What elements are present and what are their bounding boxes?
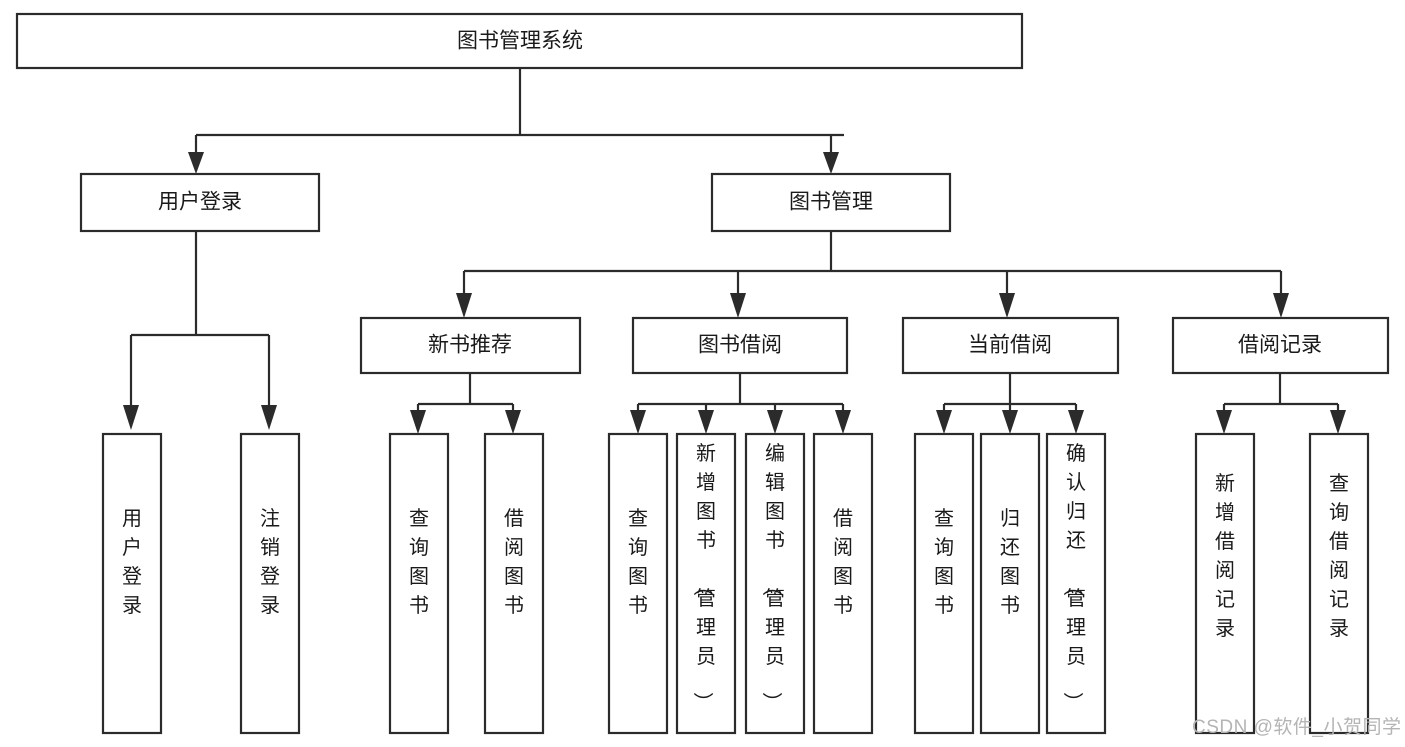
connectors-user-login-to-leaves: [123, 231, 277, 430]
node-root[interactable]: 图书管理系统: [15, 12, 1024, 70]
arrow-to-new-book-recommend: [456, 293, 472, 318]
arrow-to-leaf-edit-book: [767, 410, 783, 434]
node-current-borrow[interactable]: 当前借阅: [901, 316, 1120, 375]
connectors-root-to-level1: [188, 68, 844, 174]
node-leaf-logout-box[interactable]: [239, 432, 301, 735]
node-leaf-borrow-book-1-label: 借阅图书: [504, 507, 524, 617]
node-leaf-add-record[interactable]: 新增借阅记录: [1194, 432, 1256, 735]
connectors-book-manage-to-level2: [456, 231, 1289, 318]
node-leaf-query-record-label: 查询借阅记录: [1329, 472, 1349, 640]
node-current-borrow-box[interactable]: [901, 316, 1120, 375]
node-leaf-add-record-box[interactable]: [1194, 432, 1256, 735]
node-leaf-borrow-book-2[interactable]: 借阅图书: [812, 432, 874, 735]
node-leaf-borrow-book-1[interactable]: 借阅图书: [483, 432, 545, 735]
arrow-to-leaf-query-book-2: [630, 410, 646, 434]
arrow-to-user-login: [188, 152, 204, 174]
node-leaf-add-book-label: 新增图书（管理员）: [691, 442, 716, 712]
csdn-watermark: CSDN @软件_小贺同学: [1192, 716, 1401, 738]
node-leaf-query-book-2-label: 查询图书: [628, 507, 648, 617]
node-new-book-recommend-label: 新书推荐: [428, 334, 512, 357]
node-leaf-user-login[interactable]: 用户登录: [101, 432, 163, 735]
node-user-login-box[interactable]: [79, 172, 321, 233]
node-user-login-label: 用户登录: [158, 191, 242, 214]
node-leaf-query-book-2[interactable]: 查询图书: [607, 432, 669, 735]
node-root-box[interactable]: [15, 12, 1024, 70]
connectors-borrow-record-to-leaves: [1216, 373, 1346, 434]
node-user-login[interactable]: 用户登录: [79, 172, 321, 233]
arrow-to-leaf-add-book: [698, 410, 714, 434]
node-leaf-edit-book-label: 编辑图书（管理员）: [760, 442, 785, 712]
node-leaf-add-book[interactable]: 新增图书（管理员）: [675, 432, 737, 735]
node-leaf-query-book-3-label: 查询图书: [934, 507, 954, 617]
node-leaf-logout-label: 注销登录: [260, 507, 280, 617]
arrow-to-leaf-user-login: [123, 405, 139, 430]
node-book-borrow[interactable]: 图书借阅: [631, 316, 849, 375]
connectors-book-borrow-to-leaves: [630, 373, 851, 434]
node-book-borrow-label: 图书借阅: [698, 334, 782, 357]
node-leaf-return-book[interactable]: 归还图书: [979, 432, 1041, 735]
node-borrow-record-box[interactable]: [1171, 316, 1390, 375]
node-leaf-add-record-label: 新增借阅记录: [1215, 472, 1235, 640]
arrow-to-leaf-confirm-return: [1068, 410, 1084, 434]
node-leaf-user-login-box[interactable]: [101, 432, 163, 735]
arrow-to-leaf-return-book: [1002, 410, 1018, 434]
node-leaf-add-book-box[interactable]: [675, 432, 737, 735]
arrow-to-borrow-record: [1273, 293, 1289, 318]
node-leaf-query-book-3-box[interactable]: [913, 432, 975, 735]
arrow-to-leaf-logout: [261, 405, 277, 430]
arrow-to-leaf-add-record: [1216, 410, 1232, 434]
node-leaf-query-book-3[interactable]: 查询图书: [913, 432, 975, 735]
node-leaf-borrow-book-1-box[interactable]: [483, 432, 545, 735]
node-borrow-record[interactable]: 借阅记录: [1171, 316, 1390, 375]
node-leaf-borrow-book-2-label: 借阅图书: [833, 507, 853, 617]
node-leaf-edit-book[interactable]: 编辑图书（管理员）: [744, 432, 806, 735]
node-root-label: 图书管理系统: [457, 30, 583, 53]
node-leaf-query-book-2-box[interactable]: [607, 432, 669, 735]
node-leaf-confirm-return-box[interactable]: [1045, 432, 1107, 735]
node-leaf-logout[interactable]: 注销登录: [239, 432, 301, 735]
arrow-to-book-borrow: [730, 293, 746, 318]
node-leaf-query-record[interactable]: 查询借阅记录: [1308, 432, 1370, 735]
node-leaf-borrow-book-2-box[interactable]: [812, 432, 874, 735]
node-leaf-query-book-1[interactable]: 查询图书: [388, 432, 450, 735]
node-book-borrow-box[interactable]: [631, 316, 849, 375]
node-book-manage-box[interactable]: [710, 172, 952, 233]
node-leaf-confirm-return[interactable]: 确认归还（管理员）: [1045, 432, 1107, 735]
node-current-borrow-label: 当前借阅: [968, 334, 1052, 357]
node-leaf-return-book-box[interactable]: [979, 432, 1041, 735]
node-leaf-query-book-1-box[interactable]: [388, 432, 450, 735]
node-new-book-recommend-box[interactable]: [359, 316, 582, 375]
connectors-current-borrow-to-leaves: [936, 373, 1084, 434]
node-leaf-edit-book-box[interactable]: [744, 432, 806, 735]
node-leaf-user-login-label: 用户登录: [122, 508, 142, 617]
node-leaf-query-record-box[interactable]: [1308, 432, 1370, 735]
node-book-manage-label: 图书管理: [789, 191, 873, 214]
node-borrow-record-label: 借阅记录: [1238, 334, 1322, 357]
node-new-book-recommend[interactable]: 新书推荐: [359, 316, 582, 375]
node-book-manage[interactable]: 图书管理: [710, 172, 952, 233]
arrow-to-leaf-borrow-book-1: [505, 410, 521, 434]
connectors-new-book-recommend-to-leaves: [410, 373, 521, 434]
arrow-to-leaf-query-book-3: [936, 410, 952, 434]
node-leaf-confirm-return-label: 确认归还（管理员）: [1061, 442, 1086, 712]
arrow-to-leaf-query-record: [1330, 410, 1346, 434]
node-leaf-query-book-1-label: 查询图书: [409, 507, 429, 617]
node-leaf-return-book-label: 归还图书: [1000, 507, 1020, 617]
arrow-to-leaf-query-book-1: [410, 410, 426, 434]
arrow-to-book-manage: [823, 152, 839, 174]
arrow-to-current-borrow: [999, 293, 1015, 318]
arrow-to-leaf-borrow-book-2: [835, 410, 851, 434]
